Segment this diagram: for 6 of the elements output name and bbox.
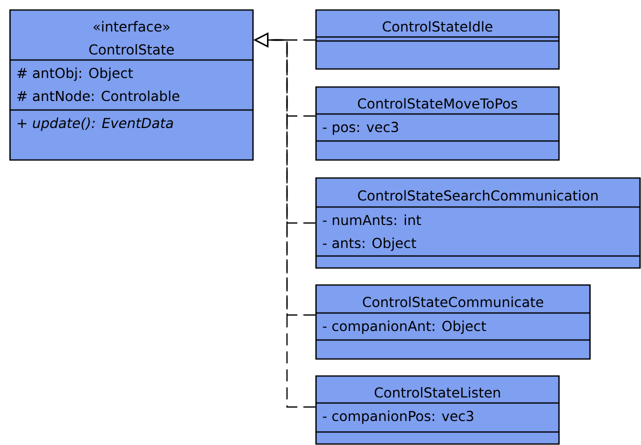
class-box: ControlStateListen - companionPos: vec3 <box>315 375 560 445</box>
class-box: ControlStateIdle <box>315 9 560 70</box>
class-box: ControlStateMoveToPos - pos: vec3 <box>315 86 560 161</box>
class-box: «interface» ControlState # antObj: Object # antNode: Controlable + update(): EventData <box>9 9 254 161</box>
class-box: ControlStateCommunicate - companionAnt: Object <box>315 284 591 360</box>
class-box: ControlStateSearchCommunication - numAnts: int - ants: Object <box>315 177 641 269</box>
